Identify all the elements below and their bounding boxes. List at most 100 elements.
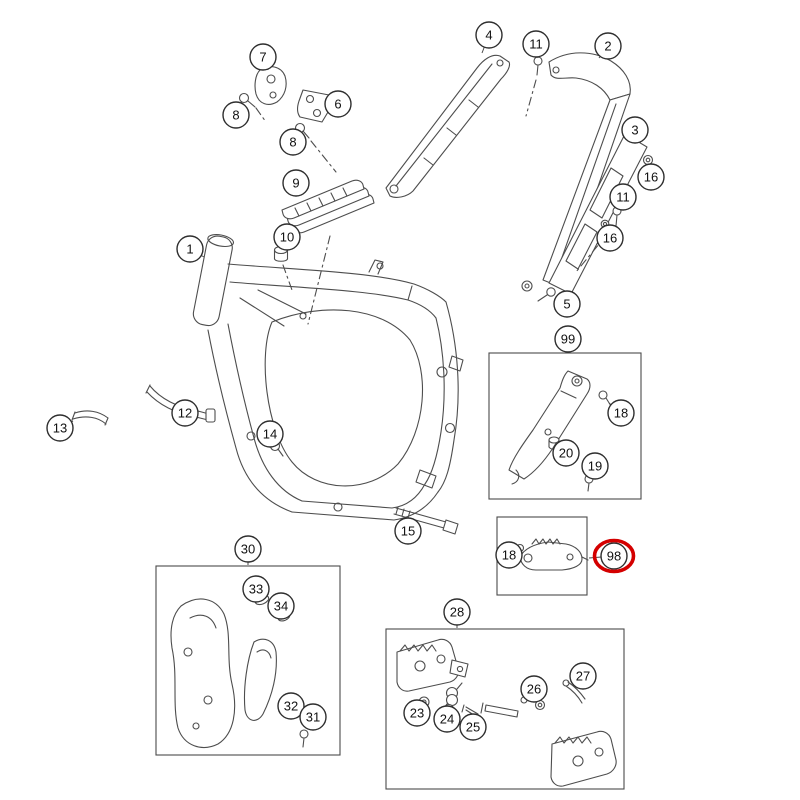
callout-circle [596,224,624,252]
footpeg-assembly-28 [396,638,617,787]
callout-2: 2 [594,32,622,60]
callout-number: 20 [559,446,573,461]
highlighted-part-98 [515,538,589,571]
callout-number: 98 [607,549,621,564]
callout-circle [621,116,649,144]
callout-12: 12 [171,399,199,427]
callout-number: 15 [401,524,415,539]
callout-24: 24 [433,705,461,733]
callout-11: 11 [609,183,637,211]
callout-19: 19 [581,452,609,480]
bolt-15 [393,506,459,535]
callout-98: 98 [588,538,636,574]
callout-circle [609,183,637,211]
callout-number: 26 [527,682,541,697]
callout-circle [282,169,310,197]
callout-number: 25 [466,720,480,735]
callout-31: 31 [299,703,327,731]
callout-circle [46,414,74,442]
callout-number: 30 [241,542,255,557]
callout-number: 11 [616,190,630,205]
callout-circle [242,575,270,603]
subframe-fasteners [521,56,654,302]
callout-10: 10 [273,223,301,251]
callout-number: 34 [274,599,288,614]
callout-circle [222,101,250,129]
callout-number: 10 [280,230,294,245]
callout-23: 23 [403,699,431,727]
highlight-ring-icon [592,538,636,574]
stand-assembly-99 [508,370,612,492]
callout-8: 8 [222,101,250,129]
callout-number: 24 [440,712,454,727]
callout-circle [522,30,550,58]
callout-number: 16 [603,231,617,246]
callout-circle [249,43,277,71]
callout-number: 8 [289,135,296,150]
callout-circle [403,699,431,727]
callout-number: 5 [563,297,570,312]
callout-circle [569,662,597,690]
callout-circle [279,128,307,156]
callout-5: 5 [553,290,581,318]
box-group-28 [385,628,625,790]
callout-15: 15 [394,517,422,545]
steering-head-tube [192,234,235,327]
callout-circle [299,703,327,731]
callout-9: 9 [282,169,310,197]
callout-20: 20 [552,439,580,467]
callout-circle [277,692,305,720]
callout-26: 26 [520,675,548,703]
hose-13 [71,410,109,426]
callout-34: 34 [267,592,295,620]
mount-plates-9 [281,179,375,325]
callout-circle [520,675,548,703]
callout-13: 13 [46,414,74,442]
callout-circle [394,517,422,545]
callout-number: 12 [178,406,192,421]
callout-number: 11 [529,37,543,52]
callout-number: 18 [502,548,516,563]
callout-circle [594,32,622,60]
bracket-7 [254,66,287,105]
callout-11: 11 [522,30,550,59]
callout-28: 28 [443,598,471,628]
callout-4: 4 [475,21,503,54]
callout-circle [552,439,580,467]
callout-number: 23 [410,706,424,721]
callout-number: 33 [249,582,263,597]
callout-circle [495,541,523,569]
callout-circle [234,535,262,563]
callout-number: 1 [186,242,193,257]
callout-circle [176,235,204,263]
callout-circle [607,399,635,427]
callout-number: 16 [644,170,658,185]
main-frame [192,234,464,521]
callout-circle [443,598,471,626]
callout-number: 28 [450,605,464,620]
callout-number: 9 [292,176,299,191]
callout-circle [459,713,487,741]
callout-14: 14 [256,420,284,448]
callout-number: 3 [631,123,638,138]
box-group-99 [488,352,642,500]
callout-7: 7 [249,43,277,71]
callout-number: 14 [263,427,277,442]
callout-25: 25 [459,713,487,741]
callout-1: 1 [176,235,205,263]
callout-circle [171,399,199,427]
callout-circle [256,420,284,448]
frame-guards-30 [170,594,309,748]
callout-number: 6 [334,97,341,112]
callout-6: 6 [324,90,352,118]
bolt-8a [238,92,267,123]
callout-18: 18 [495,541,523,569]
callout-16: 16 [637,163,665,191]
callout-33: 33 [242,575,270,603]
callout-circle [433,705,461,733]
callout-32: 32 [277,692,305,720]
subframe-rail-2 [542,52,631,289]
group-boxes [155,352,642,790]
